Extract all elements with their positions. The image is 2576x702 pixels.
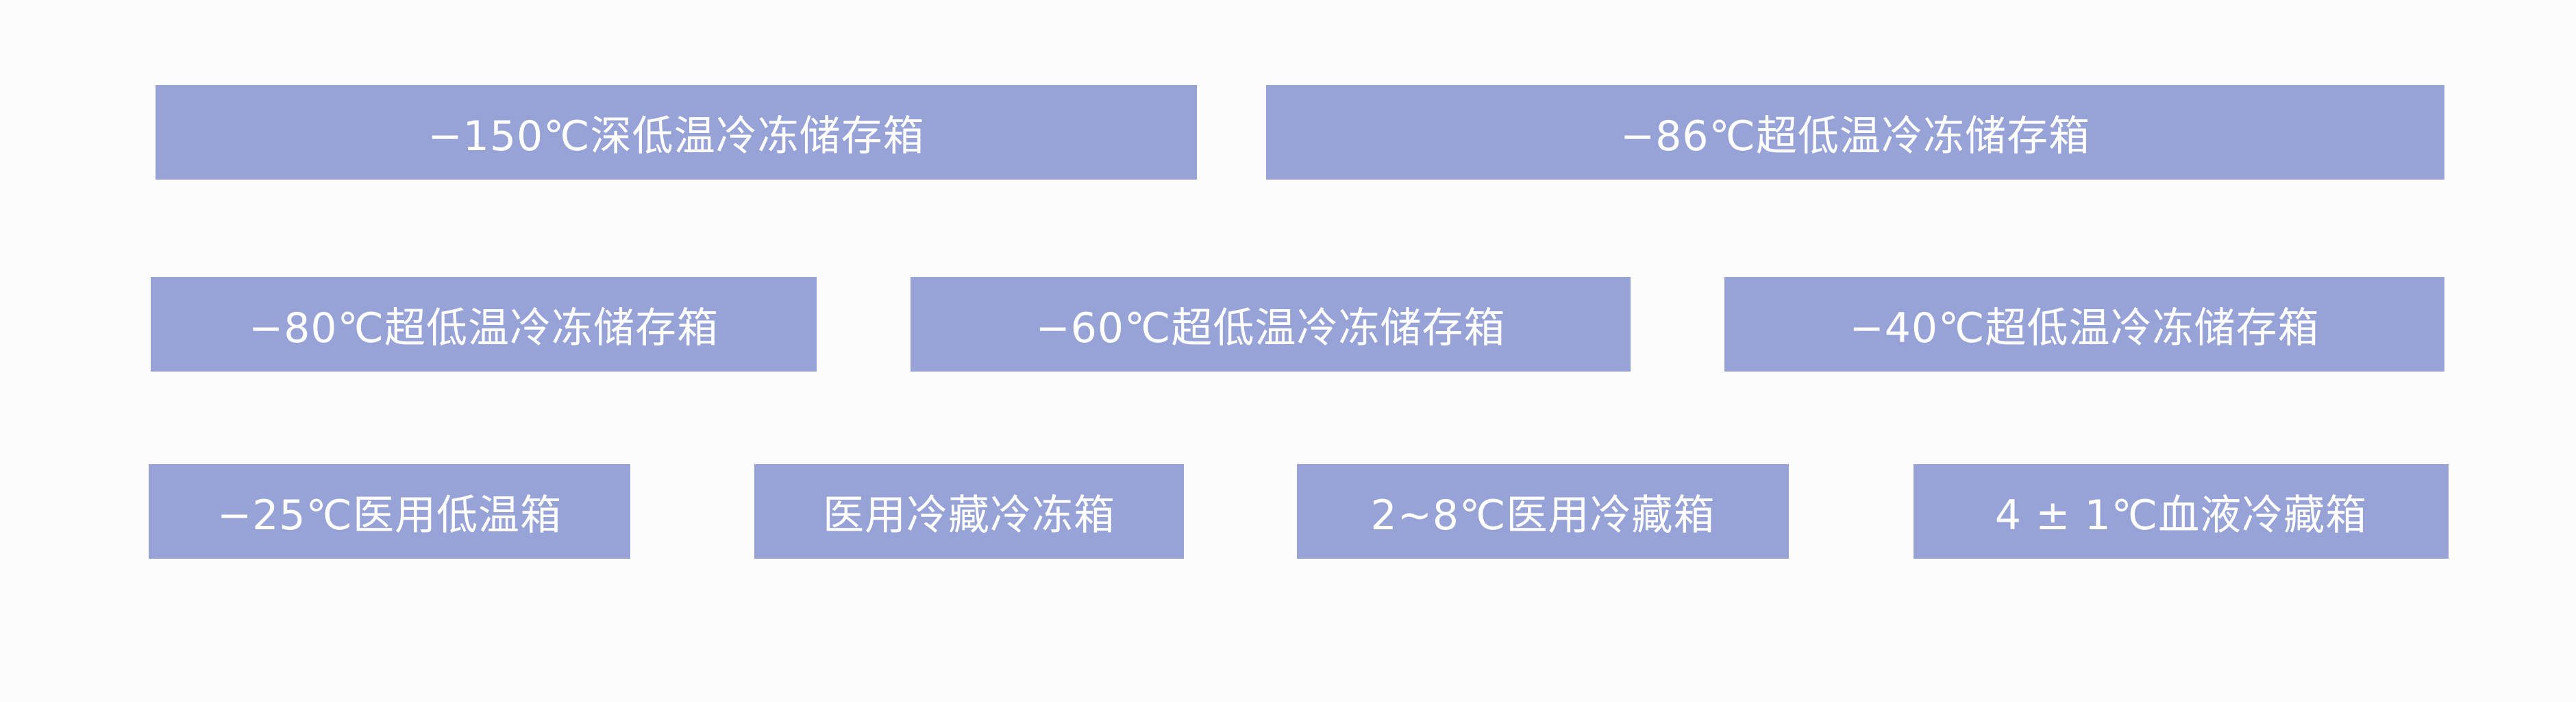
category-tag-minus40-ultra-low-freezer[interactable]: −40℃超低温冷冻储存箱: [1724, 277, 2444, 372]
category-tag-minus86-ultra-low-freezer[interactable]: −86℃超低温冷冻储存箱: [1266, 85, 2444, 180]
category-tag-medical-fridge-freezer[interactable]: 医用冷藏冷冻箱: [754, 464, 1184, 559]
category-tag-minus80-ultra-low-freezer[interactable]: −80℃超低温冷冻储存箱: [151, 277, 817, 372]
category-tag-2-8-medical-refrigerator[interactable]: 2~8℃医用冷藏箱: [1297, 464, 1789, 559]
category-tag-label: −86℃超低温冷冻储存箱: [1620, 112, 2090, 160]
category-tag-4-blood-refrigerator[interactable]: 4 ± 1℃血液冷藏箱: [1914, 464, 2449, 559]
category-tag-label: 4 ± 1℃血液冷藏箱: [1994, 491, 2368, 540]
category-tag-minus25-medical-low-temp[interactable]: −25℃医用低温箱: [149, 464, 630, 559]
category-tag-minus150-deep-freezer[interactable]: −150℃深低温冷冻储存箱: [156, 85, 1197, 180]
category-tag-minus60-ultra-low-freezer[interactable]: −60℃超低温冷冻储存箱: [911, 277, 1631, 372]
category-tag-label: 医用冷藏冷冻箱: [823, 491, 1115, 540]
category-tag-label: −150℃深低温冷冻储存箱: [428, 112, 925, 160]
category-tag-label: −40℃超低温冷冻储存箱: [1849, 304, 2320, 352]
category-tag-label: 2~8℃医用冷藏箱: [1370, 491, 1716, 540]
category-tag-label: −60℃超低温冷冻储存箱: [1035, 304, 1506, 352]
category-tag-label: −80℃超低温冷冻储存箱: [248, 304, 719, 352]
category-tag-label: −25℃医用低温箱: [216, 491, 562, 540]
